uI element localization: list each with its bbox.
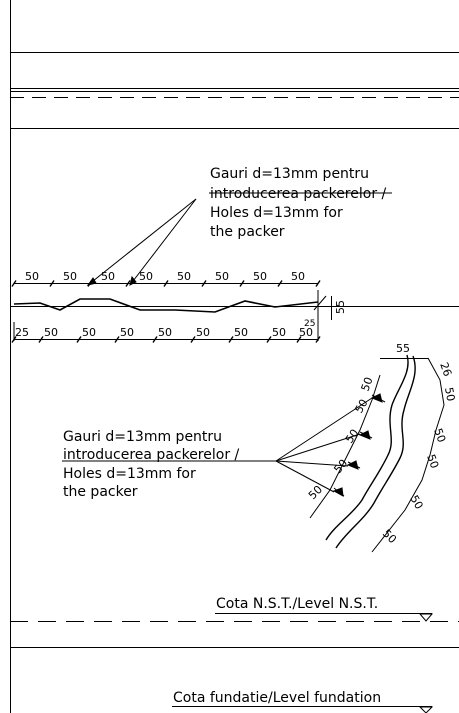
level-nst-label: Cota N.S.T./Level N.S.T. [216, 596, 378, 612]
dim-top-6: 50 [215, 270, 229, 283]
dim-crack-left-4: 50 [331, 457, 350, 476]
dim-tick-top [49, 280, 55, 287]
dim-bottom-2: 50 [44, 326, 58, 339]
dim-tick-top [315, 280, 321, 287]
dim-bottom-6: 50 [196, 326, 210, 339]
dim-tick-bottom [152, 336, 158, 343]
note-mid-line-1: Gauri d=13mm pentru [63, 429, 222, 445]
dim-tick-bottom [315, 336, 321, 343]
dim-bottom-3: 50 [82, 326, 96, 339]
hole-arrow [346, 460, 359, 470]
dimension-ticks [11, 280, 321, 343]
dim-tick-top [125, 280, 131, 287]
dim-crack-right-6: 50 [380, 527, 399, 546]
dim-bottom-4: 50 [120, 326, 134, 339]
note-mid-leader-2 [275, 433, 361, 462]
crack-elevation-left-edge [325, 354, 409, 541]
dim-tick-bottom [38, 336, 44, 343]
dim-tick-bottom [114, 336, 120, 343]
dim-top-1: 50 [25, 270, 39, 283]
crack-right-dimension-chain [371, 357, 445, 553]
note-top-line-4: the packer [210, 224, 285, 240]
leader-arrow [129, 275, 137, 286]
hole-arrow [370, 393, 383, 403]
crack-section-line [13, 298, 319, 313]
note-mid-line-4: the packer [63, 484, 138, 500]
dim-tick-top [163, 280, 169, 287]
note-mid-leader-1 [275, 397, 373, 462]
level-foundation-label: Cota fundatie/Level fundation [173, 690, 381, 706]
dim-bottom-5: 50 [158, 326, 172, 339]
dim-crack-width: 55 [396, 342, 410, 355]
note-top-line-1: Gauri d=13mm pentru [210, 166, 369, 182]
dim-tick-bottom [296, 336, 302, 343]
dim-tick-bottom [11, 336, 17, 343]
note-mid-line-3: Holes d=13mm for [63, 466, 196, 482]
dim-top-2: 50 [63, 270, 77, 283]
dim-top-4: 50 [139, 270, 153, 283]
nst-level-triangle [418, 613, 434, 622]
dim-crack-right-1: 26 [437, 361, 454, 379]
dim-top-8: 50 [291, 270, 305, 283]
dim-top-5: 50 [177, 270, 191, 283]
dim-bottom-10: 25 [304, 319, 315, 329]
note-top-line-2: introducerea packerelor / [210, 186, 387, 202]
dim-crack-right-4: 50 [424, 453, 441, 471]
dim-crack-right-2: 50 [442, 386, 457, 402]
dim-crack-left-1: 50 [359, 375, 376, 393]
dim-tick-bottom [266, 336, 272, 343]
dim-depth: 55 [334, 300, 347, 314]
dim-top-7: 50 [253, 270, 267, 283]
crack-elevation-right-edge [335, 355, 416, 549]
dim-crack-left-2: 50 [352, 397, 370, 416]
note-mid-leader-3 [275, 460, 349, 467]
dim-bottom-7: 50 [234, 326, 248, 339]
dim-bottom-9: 50 [299, 326, 313, 339]
note-top-leader-2 [129, 198, 197, 286]
hole-arrow [358, 430, 371, 440]
dim-tick-bottom [190, 336, 196, 343]
note-mid-leader-4 [275, 460, 335, 493]
dim-crack-right-5: 50 [407, 493, 425, 512]
dim-tick-top [201, 280, 207, 287]
hole-arrow [332, 487, 344, 497]
dim-tick-top [87, 280, 93, 287]
note-mid-line-2: introducerea packerelor / [63, 447, 240, 463]
dim-tick-top [277, 280, 283, 287]
dim-tick-top [11, 280, 17, 287]
dim-crack-right-3: 50 [431, 427, 448, 445]
dim-bottom-1: 25 [15, 326, 29, 339]
dim-bottom-8: 50 [272, 326, 286, 339]
dim-tick-bottom [228, 336, 234, 343]
depth-dim-tick [313, 295, 327, 311]
dim-tick-bottom [76, 336, 82, 343]
note-top-leader-1 [87, 198, 197, 286]
note-top-line-3: Holes d=13mm for [210, 205, 343, 221]
foundation-level-triangle [418, 706, 434, 713]
dim-crack-left-3: 50 [343, 427, 362, 446]
dim-tick-top [239, 280, 245, 287]
dim-top-3: 50 [101, 270, 115, 283]
